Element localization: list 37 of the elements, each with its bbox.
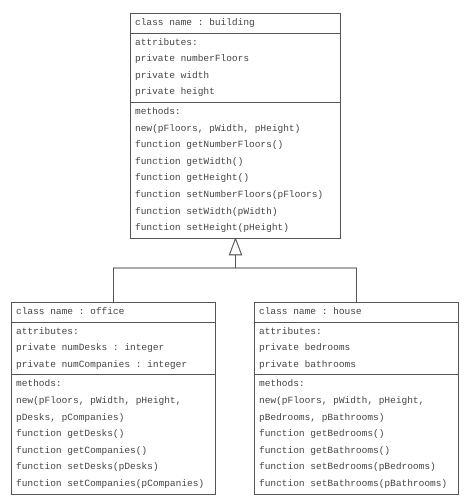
inheritance-arrow (229, 238, 357, 302)
member-line: function getWidth() (135, 154, 244, 169)
section-heading: methods: (135, 104, 182, 119)
member-line: function setHeight(pHeight) (135, 221, 290, 236)
member-line: function setNumberFloors(pFloors) (135, 188, 324, 202)
member-line: private numCompanies : integer (16, 358, 188, 372)
member-line: function getBedrooms() (259, 427, 386, 442)
class-name: class name : building (135, 16, 256, 30)
member-line: function setCompanies(pCompanies) (16, 476, 206, 491)
class-box (130, 13, 341, 239)
class-name: class name : office (16, 305, 126, 319)
member-line: new(pFloors, pWidth, pHeight, pBedrooms, pBathrooms) (259, 394, 426, 425)
class-name: class name : house (259, 305, 363, 319)
class-box (11, 302, 216, 495)
member-line: function setWidth(pWidth) (135, 204, 279, 219)
section-heading: attributes: (16, 324, 80, 339)
member-line: new(pFloors, pWidth, pHeight, pDesks, pCompanies) (16, 394, 182, 425)
member-line: private numDesks : integer (16, 341, 166, 356)
section-heading: methods: (16, 377, 63, 392)
member-line: function setBedrooms(pBedrooms) (259, 460, 437, 474)
class-box (254, 302, 459, 495)
member-line: function getHeight() (135, 171, 250, 186)
member-line: function getCompanies() (16, 444, 148, 458)
member-line: function getNumberFloors() (135, 138, 284, 152)
section-heading: attributes: (135, 36, 199, 50)
member-line: private bedrooms (259, 341, 352, 356)
member-line: private numberFloors (135, 52, 250, 66)
member-line: function getDesks() (16, 427, 126, 442)
member-line: new(pFloors, pWidth, pHeight) (135, 122, 302, 136)
member-line: function getBathrooms() (259, 444, 392, 458)
member-line: private height (135, 85, 216, 100)
member-line: private bathrooms (259, 358, 357, 372)
member-line: function setDesks(pDesks) (16, 460, 160, 474)
member-line: private width (135, 68, 210, 83)
member-line: function setBathrooms(pBathrooms) (259, 476, 448, 491)
section-heading: attributes: (259, 324, 323, 339)
section-heading: methods: (259, 377, 306, 392)
